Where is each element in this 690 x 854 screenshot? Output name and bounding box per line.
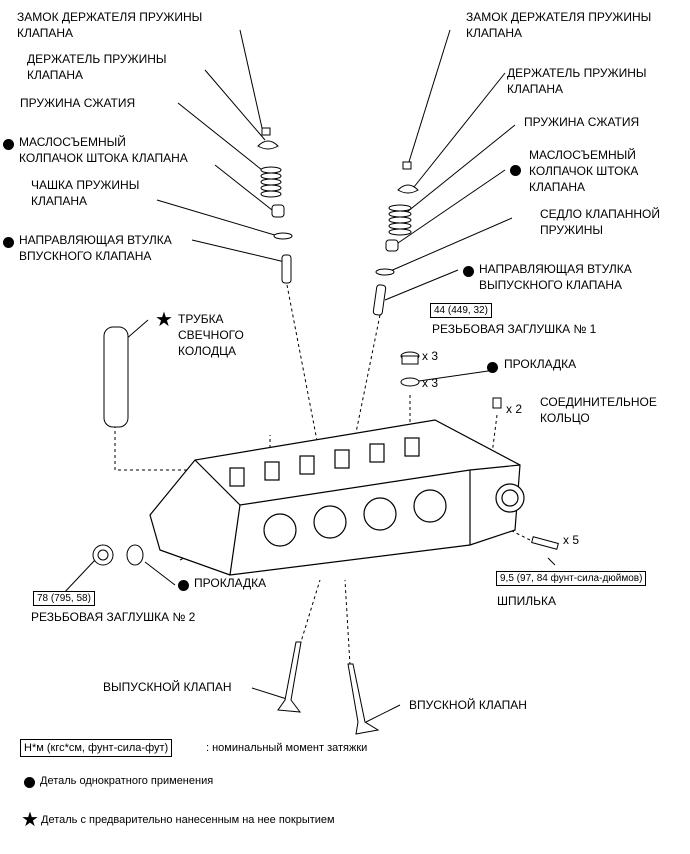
legend-precoated-text: Деталь с предварительно нанесенным на не… — [41, 814, 335, 826]
left-spring-cup-label: ЧАШКА ПРУЖИНЫ КЛАПАНА — [31, 178, 140, 208]
left-intake-guide-bush-label: НАПРАВЛЯЮЩАЯ ВТУЛКА ВПУСКНОГО КЛАПАНА — [19, 233, 172, 263]
ring-label: СОЕДИНИТЕЛЬНОЕ КОЛЬЦО — [540, 395, 657, 425]
leader-left-lock — [239, 29, 263, 129]
leader-right-seal — [397, 169, 506, 244]
threaded-plug-1 — [400, 351, 420, 365]
connecting-ring — [492, 397, 502, 409]
intake-valve-label: ВПУСКНОЙ КЛАПАН — [409, 698, 527, 712]
plug1-qty: x 3 — [422, 349, 439, 363]
dash-ex-valve — [299, 579, 321, 646]
left-compression-spring-label: ПРУЖИНА СЖАТИЯ — [20, 96, 136, 110]
stud-label: ШПИЛЬКА — [497, 594, 556, 608]
left-spring-retainer — [257, 140, 279, 150]
left-spring-retainer-lock — [261, 127, 271, 136]
stud-torque-box: 9,5 (97, 84 фунт-сила-дюймов) — [496, 571, 647, 586]
legend-precoated-star-icon: ★ — [21, 809, 39, 831]
right-spring-retainer — [397, 184, 419, 194]
precoated-star-icon: ★ — [155, 309, 173, 331]
left-stem-oil-seal-label: МАСЛОСЪЕМНЫЙ КОЛПАЧОК ШТОКА КЛАПАНА — [19, 135, 188, 165]
leader-left-retainer — [204, 69, 266, 141]
exhaust-valve-label: ВЫПУСКНОЙ КЛАПАН — [103, 680, 232, 694]
right-spring-retainer-lock-label: ЗАМОК ДЕРЖАТЕЛЯ ПРУЖИНЫ КЛАПАНА — [466, 10, 652, 40]
leader-stud — [547, 557, 556, 566]
intake-valve — [347, 663, 380, 735]
dash-intake-axis — [286, 284, 341, 561]
left-spring-retainer-lock-label: ЗАМОК ДЕРЖАТЕЛЯ ПРУЖИНЫ КЛАПАНА — [17, 10, 203, 40]
leader-tube — [124, 319, 149, 341]
plug-tube-label: ТРУБКА СВЕЧНОГО КОЛОДЦА — [178, 312, 244, 358]
right-compression-spring — [388, 204, 412, 236]
leader-left-guide — [191, 239, 286, 263]
legend-torque-text: : номинальный момент затяжки — [206, 742, 368, 754]
leader-left-gasket — [144, 561, 176, 586]
plug2-torque-box: 78 (795, 58) — [33, 591, 95, 606]
left-intake-guide-bush — [281, 254, 292, 284]
plug1-label: РЕЗЬБОВАЯ ЗАГЛУШКА № 1 — [432, 322, 597, 336]
single-use-marker — [3, 237, 14, 248]
cylinder-head — [149, 419, 525, 576]
right-gasket-qty: x 3 — [422, 376, 439, 390]
leader-right-seat — [387, 217, 513, 273]
right-spring-retainer-lock — [402, 161, 412, 170]
right-exhaust-guide-bush-label: НАПРАВЛЯЮЩАЯ ВТУЛКА ВЫПУСКНОГО КЛАПАНА — [479, 262, 632, 292]
leader-left-seal — [214, 164, 273, 211]
single-use-marker — [178, 580, 189, 591]
exhaust-valve — [277, 641, 302, 713]
leader-right-gasket — [411, 369, 496, 383]
ring-qty: x 2 — [506, 402, 523, 416]
single-use-marker — [3, 139, 14, 150]
leader-right-retainer — [409, 72, 506, 193]
left-spring-cup — [273, 232, 293, 240]
single-use-marker — [510, 165, 521, 176]
legend-single-use-text: Деталь однократного применения — [40, 775, 214, 787]
right-spring-seat — [375, 268, 395, 276]
right-spring-seat-label: СЕДЛО КЛАПАННОЙ ПРУЖИНЫ — [540, 207, 660, 237]
stud — [531, 536, 559, 550]
leader-right-lock — [407, 29, 451, 166]
right-stem-oil-seal-label: МАСЛОСЪЕМНЫЙ КОЛПАЧОК ШТОКА КЛАПАНА — [529, 148, 639, 194]
plug-tube — [103, 326, 129, 428]
threaded-plug-2 — [92, 544, 114, 566]
single-use-marker — [487, 362, 498, 373]
legend-single-use-icon — [24, 777, 35, 788]
leader-exhaust-valve — [251, 687, 291, 701]
leader-right-spring — [406, 124, 516, 213]
right-compression-spring-label: ПРУЖИНА СЖАТИЯ — [524, 115, 640, 129]
plug1-torque-box: 44 (449, 32) — [430, 303, 492, 318]
stud-qty: x 5 — [563, 533, 580, 547]
leader-left-spring — [177, 102, 263, 171]
right-stem-oil-seal — [385, 239, 399, 252]
left-compression-spring — [260, 166, 282, 198]
leader-intake-valve — [365, 704, 401, 723]
leader-left-cup — [156, 199, 279, 237]
leader-right-guide — [384, 269, 459, 301]
left-stem-oil-seal — [271, 204, 285, 218]
right-gasket-label: ПРОКЛАДКА — [504, 357, 577, 371]
left-spring-retainer-label: ДЕРЖАТЕЛЬ ПРУЖИНЫ КЛАПАНА — [27, 52, 167, 82]
single-use-marker — [463, 266, 474, 277]
plug2-label: РЕЗЬБОВАЯ ЗАГЛУШКА № 2 — [31, 610, 196, 624]
left-gasket — [126, 544, 144, 566]
left-gasket-label: ПРОКЛАДКА — [194, 576, 267, 590]
legend-torque-unit: Н*м (кгс*см, фунт-сила-фут) — [20, 739, 173, 757]
right-gasket — [400, 377, 420, 387]
right-spring-retainer-label: ДЕРЖАТЕЛЬ ПРУЖИНЫ КЛАПАНА — [507, 66, 647, 96]
right-exhaust-guide-bush — [372, 284, 387, 316]
leader-plug2 — [61, 559, 96, 596]
dash-in-valve — [344, 579, 351, 666]
